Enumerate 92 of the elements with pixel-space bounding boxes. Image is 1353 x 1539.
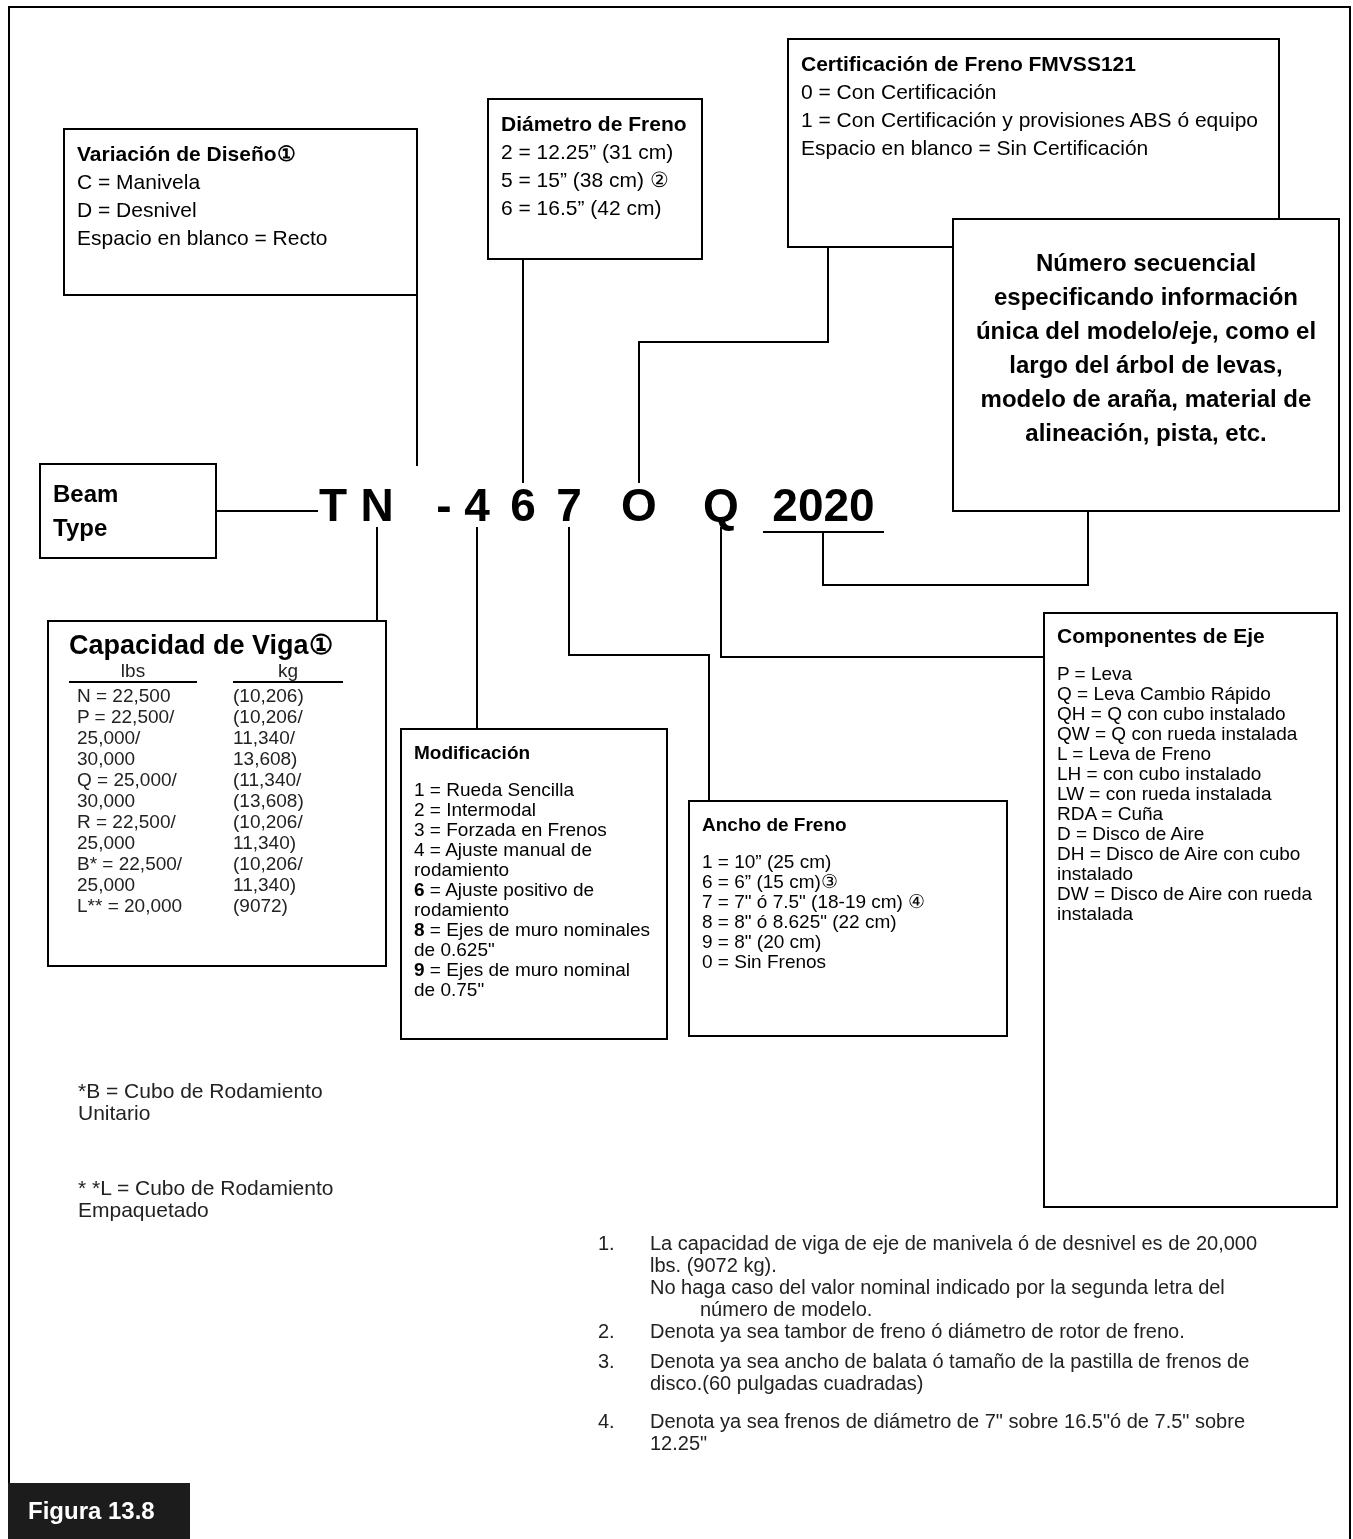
code-definition: 4 = Ajuste manual de rodamiento [414, 840, 593, 880]
table-cell-text: (10,206/ 11,340/ 13,608) [233, 706, 304, 769]
leader-line [822, 511, 1089, 586]
footnote-text: Denota ya sea frenos de diámetro de 7" sobre 16.5"ó de 7.5" sobre 12.25" [650, 1410, 1246, 1454]
table-cell-text: P = 22,500/ 25,000/ 30,000 [76, 706, 176, 769]
table-cell-text: Q = 25,000/ 30,000 [76, 769, 178, 811]
code-definition: Espacio en blanco = Sin Certificación [801, 135, 1150, 161]
box-heading: Capacidad de Viga① [69, 630, 334, 660]
model-code-character: - [435, 483, 453, 527]
code-definition: 6 = Ajuste positivo de rodamiento [414, 880, 596, 920]
code-definition: LH = con cubo instalado [1057, 764, 1263, 784]
table-cell-text: L** = 20,000 [76, 895, 184, 916]
definition-box [487, 98, 703, 260]
code-definition: 5 = 15” (38 cm) ② [501, 167, 670, 193]
table-cell-text: (11,340/ (13,608) [233, 769, 305, 811]
code-definition: 3 = Forzada en Frenos [414, 820, 608, 840]
code-definition: 2 = Intermodal [414, 800, 537, 820]
note-text: *B = Cubo de Rodamiento Unitario [78, 1080, 324, 1124]
leader-line [638, 247, 829, 484]
table-cell-text: (10,206/ 11,340) [233, 811, 304, 853]
footnote-text: La capacidad de viga de eje de manivela ó de desnivel es de 20,000 lbs. (9072 kg). [650, 1232, 1259, 1276]
code-definition: QH = Q con cubo instalado [1057, 704, 1287, 724]
leader-line [416, 295, 418, 467]
leader-line [476, 526, 478, 729]
footnote-text: Denota ya sea ancho de balata ó tamaño de la pastilla de frenos de disco.(60 pulgadas cuadradas) [650, 1350, 1251, 1394]
definition-box [787, 38, 1280, 248]
code-definition: L = Leva de Freno [1057, 744, 1213, 764]
label-box: Beam Type [39, 463, 217, 559]
footnote-number: 2. [598, 1320, 616, 1342]
leader-line [216, 510, 319, 512]
code-definition: 1 = Con Certificación y provisiones ABS ó equipo [801, 107, 1259, 133]
code-definition: DH = Disco de Aire con cubo instalado [1057, 844, 1302, 884]
code-definition: 1 = 10” (25 cm) [702, 852, 833, 872]
table-cell-text: (10,206) [233, 685, 305, 706]
table-cell-text: B* = 22,500/ 25,000 [76, 853, 184, 895]
box-heading: Variación de Diseño① [77, 141, 297, 167]
code-definition: 9 = Ejes de muro nominal de 0.75" [414, 960, 631, 1000]
definition-box [63, 128, 418, 296]
definition-box [400, 728, 668, 1040]
definition-box [688, 800, 1008, 1037]
model-code-character: T [318, 483, 348, 527]
leader-line [376, 526, 378, 621]
code-definition: LW = con rueda instalada [1057, 784, 1273, 804]
code-definition: DW = Disco de Aire con rueda instalada [1057, 884, 1314, 924]
box-heading: Modificación [414, 741, 532, 765]
code-definition: 9 = 8" (20 cm) [702, 932, 823, 952]
footnote-text: Denota ya sea tambor de freno ó diámetro de rotor de freno. [650, 1320, 1186, 1342]
model-code-character: 4 [462, 483, 492, 527]
column-header: lbs [69, 660, 197, 683]
leader-line [522, 259, 524, 484]
model-code-character: 6 [508, 483, 538, 527]
code-definition: QW = Q con rueda instalada [1057, 724, 1299, 744]
definition-box [1043, 612, 1338, 1208]
model-code-digits: 2020 [763, 483, 884, 533]
model-code-character: 7 [554, 483, 584, 527]
model-code-character: N [360, 483, 394, 527]
code-definition: 2 = 12.25” (31 cm) [501, 139, 675, 165]
table-cell-text: N = 22,500 [76, 685, 172, 706]
column-header: kg [233, 660, 343, 683]
leader-line [720, 526, 1044, 658]
code-definition: RDA = Cuña [1057, 804, 1165, 824]
description-box: Número secuencial especificando información única del modelo/eje, como el largo del árbol de levas, modelo de araña, material de alineación, pista, etc. [952, 218, 1340, 512]
table-cell-text: (9072) [233, 895, 289, 916]
code-definition: 1 = Rueda Sencilla [414, 780, 576, 800]
leader-line [568, 526, 710, 801]
code-definition: 0 = Sin Frenos [702, 952, 828, 972]
capacity-table [47, 620, 387, 967]
box-heading: Diámetro de Freno [501, 111, 688, 137]
code-definition: 6 = 6” (15 cm)③ [702, 872, 839, 892]
footnote-number: 1. [598, 1232, 616, 1254]
footnote-text: No haga caso del valor nominal indicado por la segunda letra del número de modelo. [650, 1276, 1226, 1320]
code-definition: P = Leva [1057, 664, 1134, 684]
code-definition: Q = Leva Cambio Rápido [1057, 684, 1272, 704]
model-code-character: O [620, 483, 658, 527]
code-definition: C = Manivela [77, 169, 202, 195]
code-definition: 7 = 7" ó 7.5" (18-19 cm) ④ [702, 892, 927, 912]
figure-tag: Figura 13.8 [8, 1483, 190, 1539]
box-heading: Certificación de Freno FMVSS121 [801, 51, 1137, 77]
code-definition: 8 = 8" ó 8.625" (22 cm) [702, 912, 897, 932]
code-definition: 8 = Ejes de muro nominales de 0.625" [414, 920, 652, 960]
code-definition: Espacio en blanco = Recto [77, 225, 329, 251]
box-heading: Ancho de Freno [702, 813, 848, 837]
footnote-number: 4. [598, 1410, 616, 1432]
footnote-number: 3. [598, 1350, 616, 1372]
code-definition: D = Desnivel [77, 197, 198, 223]
code-definition: 0 = Con Certificación [801, 79, 998, 105]
code-definition: 6 = 16.5” (42 cm) [501, 195, 663, 221]
box-heading: Componentes de Eje [1057, 624, 1266, 648]
code-definition: D = Disco de Aire [1057, 824, 1206, 844]
note-text: * *L = Cubo de Rodamiento Empaquetado [78, 1177, 335, 1221]
table-cell-text: R = 22,500/ 25,000 [76, 811, 177, 853]
table-cell-text: (10,206/ 11,340) [233, 853, 304, 895]
